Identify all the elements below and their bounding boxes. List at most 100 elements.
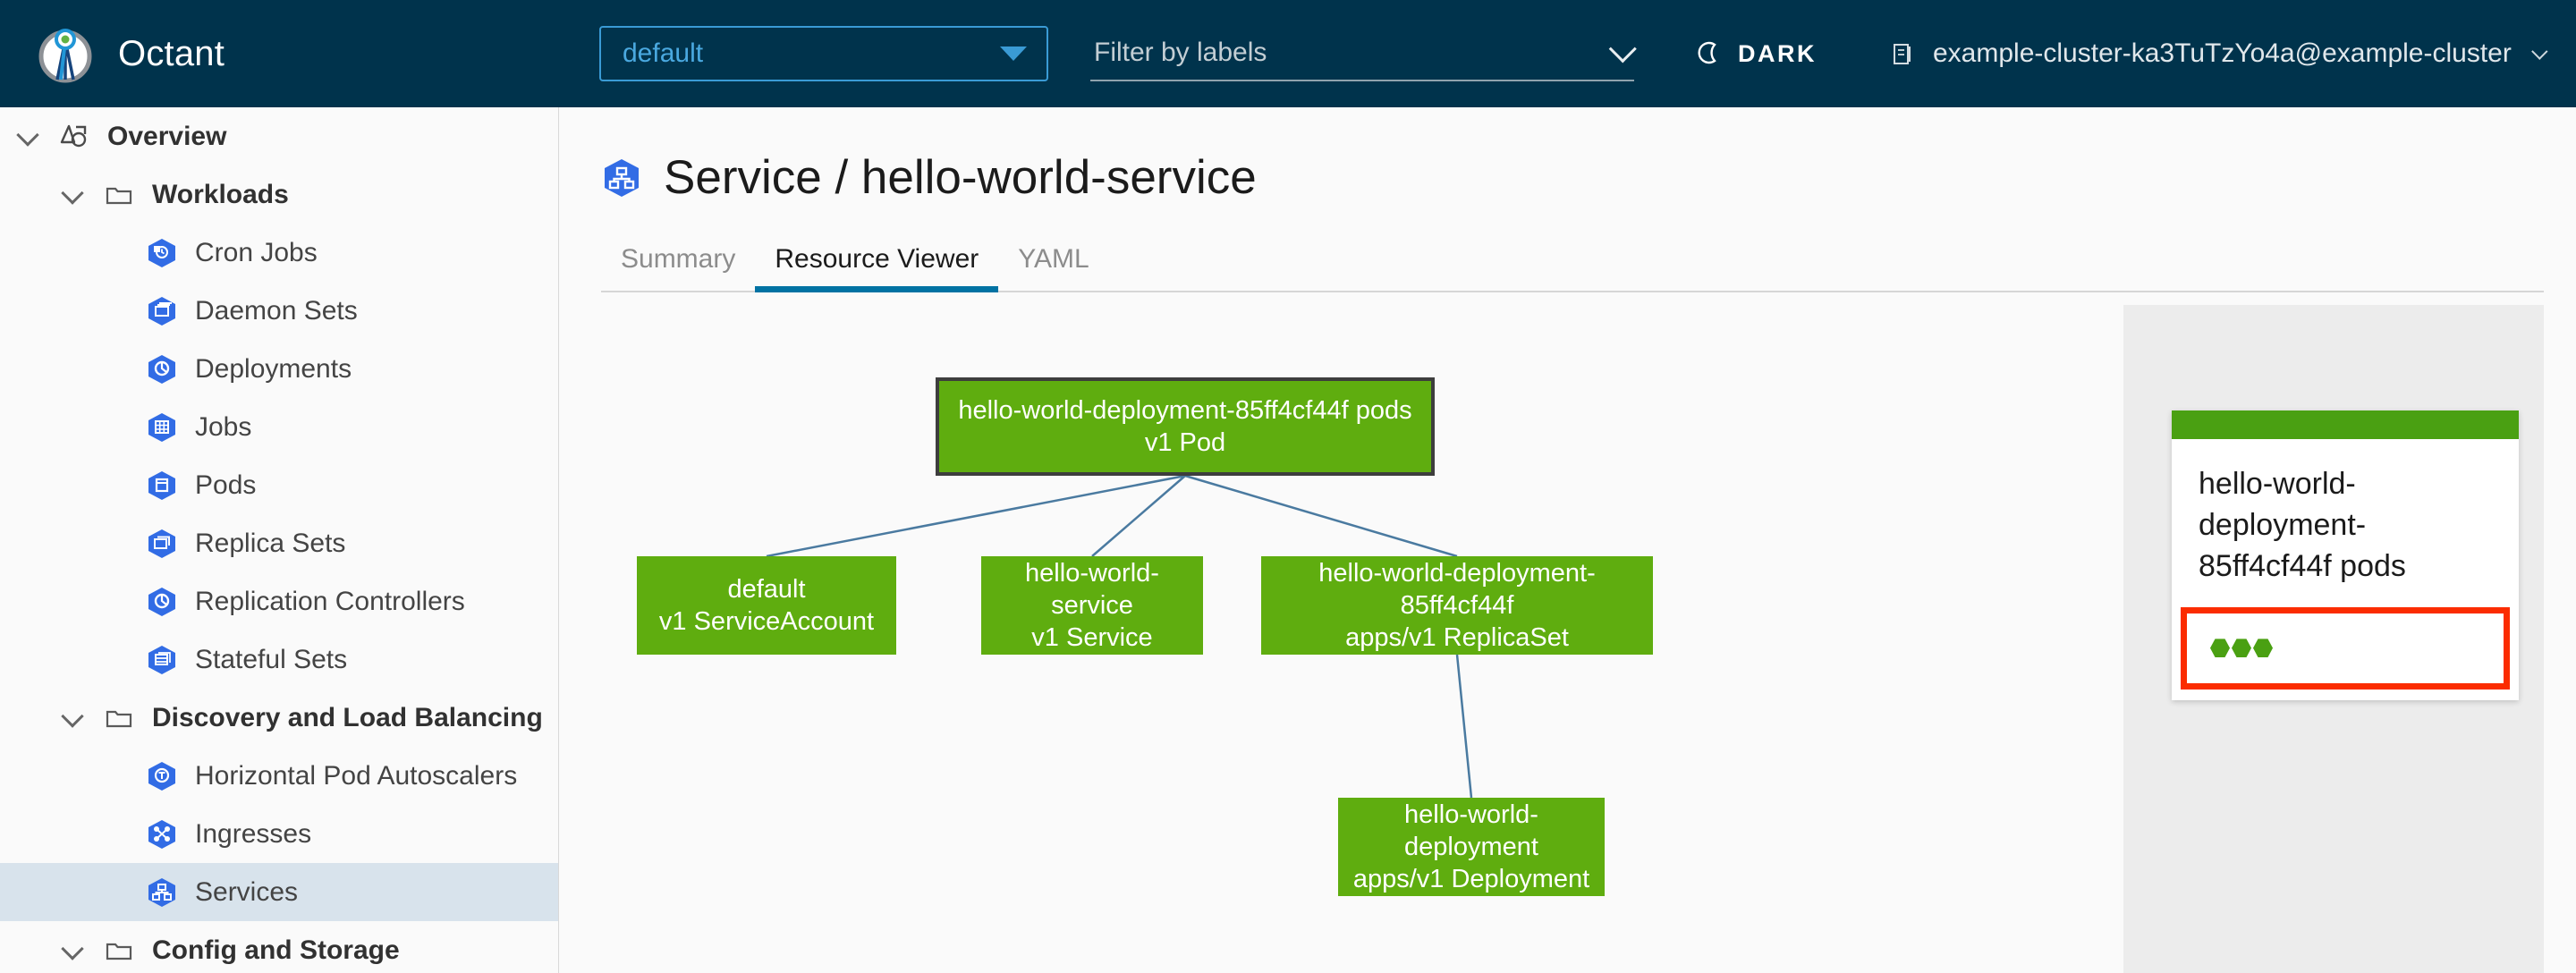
theme-toggle[interactable]: DARK xyxy=(1695,39,1817,68)
k8s-hpa-icon xyxy=(143,760,181,792)
sidebar-item-label: Cron Jobs xyxy=(195,237,318,267)
pod-status-dot[interactable] xyxy=(2210,639,2230,658)
k8s-pod-icon xyxy=(143,470,181,502)
graph-edge-pod-svc xyxy=(1091,475,1186,557)
folder-icon xyxy=(100,179,138,211)
sidebar-item-ingresses[interactable]: Ingresses xyxy=(0,805,558,863)
k8s-service-icon xyxy=(143,876,181,909)
sidebar-item-overview[interactable]: Overview xyxy=(0,107,558,165)
graph-node-kind: apps/v1 ReplicaSet xyxy=(1345,623,1569,653)
resource-graph[interactable]: hello-world-deployment-85ff4cf44f pods v1… xyxy=(601,305,2123,973)
chevron-down-icon[interactable] xyxy=(61,939,84,962)
graph-node-kind: apps/v1 Deployment xyxy=(1352,865,1590,894)
sidebar-item-label: Workloads xyxy=(152,179,289,209)
sidebar-item-workloads[interactable]: Workloads xyxy=(0,165,558,224)
sidebar-item-label: Ingresses xyxy=(195,818,312,849)
theme-toggle-label: DARK xyxy=(1738,39,1817,67)
sidebar-item-deployments[interactable]: Deployments xyxy=(0,340,558,398)
graph-edge-pod-sa xyxy=(766,474,1186,558)
graph-node-name: hello-world-service xyxy=(1025,558,1159,620)
sidebar-item-label: Pods xyxy=(195,470,257,500)
label-filter-input[interactable]: Filter by labels xyxy=(1090,26,1637,81)
resource-viewer: hello-world-deployment-85ff4cf44f pods v1… xyxy=(601,305,2544,973)
brand[interactable]: Octant xyxy=(0,24,559,83)
pod-status-dots[interactable] xyxy=(2210,639,2273,658)
sidebar-item-label: Replica Sets xyxy=(195,528,346,558)
chevron-down-icon[interactable] xyxy=(16,125,39,148)
sidebar-item-stateful-sets[interactable]: Stateful Sets xyxy=(0,630,558,689)
sidebar-item-label: Config and Storage xyxy=(152,935,400,965)
sidebar-item-label: Horizontal Pod Autoscalers xyxy=(195,760,518,791)
sidebar-item-label: Services xyxy=(195,876,299,907)
detail-panel: hello-world-deployment-85ff4cf44f pods xyxy=(2123,305,2544,973)
cluster-select[interactable]: example-cluster-ka3TuTzYo4a@example-clus… xyxy=(1890,38,2548,69)
tab-bar: Summary Resource Viewer YAML xyxy=(601,241,2544,292)
k8s-job-icon xyxy=(143,411,181,444)
sidebar-item-label: Stateful Sets xyxy=(195,644,348,674)
cluster-icon xyxy=(1894,44,1911,64)
chevron-down-icon xyxy=(2530,42,2548,60)
sidebar-item-label: Replication Controllers xyxy=(195,586,465,616)
graph-node-name: hello-world-deployment xyxy=(1404,800,1538,861)
tab-summary[interactable]: Summary xyxy=(621,244,736,274)
tab-yaml[interactable]: YAML xyxy=(1018,244,1089,274)
chevron-down-icon[interactable] xyxy=(61,706,84,730)
pod-status-dot[interactable] xyxy=(2253,639,2273,658)
sidebar-item-services[interactable]: Services xyxy=(0,863,558,921)
graph-node-name: default xyxy=(727,574,806,604)
k8s-statefulset-icon xyxy=(143,644,181,676)
sidebar-item-label: Discovery and Load Balancing xyxy=(152,702,543,732)
sidebar-item-config-and-storage[interactable]: Config and Storage xyxy=(0,921,558,973)
k8s-replicaset-icon xyxy=(143,528,181,560)
namespace-select[interactable]: default xyxy=(599,26,1048,81)
graph-node-kind: v1 Service xyxy=(1031,623,1153,653)
sidebar-item-label: Overview xyxy=(107,121,227,151)
k8s-cronjob-icon xyxy=(143,237,181,269)
namespace-value: default xyxy=(623,38,704,68)
graph-node-deploy[interactable]: hello-world-deployment apps/v1 Deployment xyxy=(1338,798,1605,896)
chevron-down-icon[interactable] xyxy=(61,183,84,207)
graph-edges xyxy=(766,474,1473,799)
sidebar-item-replica-sets[interactable]: Replica Sets xyxy=(0,514,558,572)
sidebar-item-replication-controllers[interactable]: Replication Controllers xyxy=(0,572,558,630)
k8s-ingress-icon xyxy=(143,818,181,850)
graph-node-name: hello-world-deployment-85ff4cf44f xyxy=(1318,558,1596,620)
label-filter-placeholder: Filter by labels xyxy=(1094,38,1267,67)
octant-logo-icon xyxy=(36,24,95,83)
overview-icon xyxy=(55,119,93,155)
graph-edge-pod-rs xyxy=(1184,474,1458,558)
detail-card-title: hello-world-deployment-85ff4cf44f pods xyxy=(2199,467,2406,583)
graph-node-name: hello-world-deployment-85ff4cf44f pods xyxy=(958,395,1412,425)
k8s-service-icon xyxy=(605,158,639,197)
moon-icon xyxy=(1698,41,1716,64)
cluster-name: example-cluster-ka3TuTzYo4a@example-clus… xyxy=(1933,38,2512,68)
detail-card[interactable]: hello-world-deployment-85ff4cf44f pods xyxy=(2172,410,2519,700)
sidebar-item-discovery-and-load-balancing[interactable]: Discovery and Load Balancing xyxy=(0,689,558,747)
graph-node-sa[interactable]: default v1 ServiceAccount xyxy=(637,556,896,655)
sidebar-item-label: Deployments xyxy=(195,353,352,384)
folder-icon xyxy=(100,935,138,967)
pod-status-highlight[interactable] xyxy=(2181,606,2510,690)
sidebar-item-daemon-sets[interactable]: Daemon Sets xyxy=(0,282,558,340)
sidebar-item-label: Jobs xyxy=(195,411,252,442)
pod-status-dot[interactable] xyxy=(2232,639,2251,658)
sidebar-item-label: Daemon Sets xyxy=(195,295,358,326)
sidebar-item-pods[interactable]: Pods xyxy=(0,456,558,514)
graph-edge-rs-deploy xyxy=(1455,654,1473,799)
sidebar-item-cron-jobs[interactable]: Cron Jobs xyxy=(0,224,558,282)
chevron-down-icon xyxy=(1000,47,1027,61)
app-header: Octant default Filter by labels DARK exa… xyxy=(0,0,2576,107)
k8s-daemonset-icon xyxy=(143,295,181,327)
chevron-down-icon xyxy=(1608,35,1637,63)
tab-resource-viewer[interactable]: Resource Viewer xyxy=(755,244,999,292)
graph-node-kind: v1 ServiceAccount xyxy=(658,607,875,636)
folder-icon xyxy=(100,702,138,734)
sidebar-item-horizontal-pod-autoscalers[interactable]: Horizontal Pod Autoscalers xyxy=(0,747,558,805)
sidebar-item-jobs[interactable]: Jobs xyxy=(0,398,558,456)
